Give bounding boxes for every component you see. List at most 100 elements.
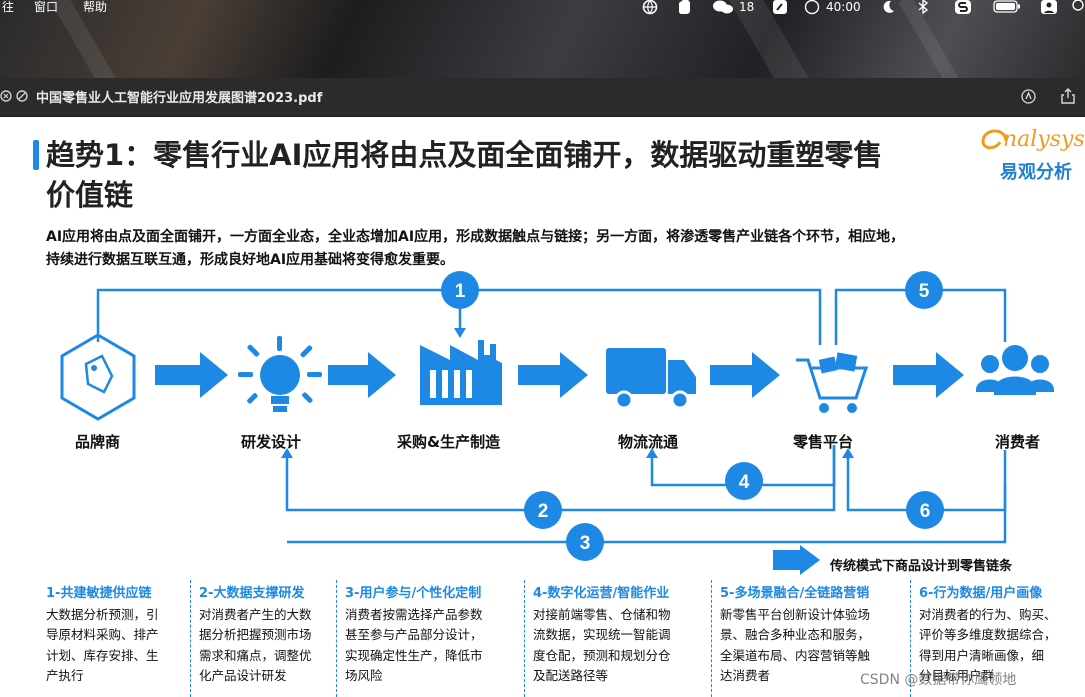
desc-line: 景、融合多种业态和服务， — [720, 627, 871, 642]
block-icon[interactable] — [16, 90, 28, 102]
desc-line: 消费者按需选择产品参数 — [345, 606, 483, 622]
desc-line: 甚至参与产品部分设计， — [345, 627, 483, 642]
step-marker-5: 5 — [905, 271, 943, 309]
menu-extra-icon[interactable] — [1072, 0, 1085, 15]
desc-line: 对消费者产生的大数 — [199, 606, 312, 622]
battery-icon[interactable] — [993, 0, 1021, 14]
traditional-mode-arrow — [773, 545, 820, 575]
factory-icon — [420, 340, 502, 405]
step-marker-6: 6 — [906, 491, 944, 529]
column-divider — [524, 580, 525, 697]
shopping-cart-icon — [796, 352, 869, 413]
node-label-brand: 品牌商 — [75, 433, 121, 451]
desc-column-1: 1-共建敏捷供应链 大数据分析预测，引 导原材料采购、排产 计划、库存安排、生 … — [46, 584, 188, 687]
wechat-icon[interactable] — [712, 0, 734, 15]
analysys-logo-icon — [981, 129, 1008, 150]
value-chain-diagram: 1 5 4 2 6 3 — [60, 271, 1054, 575]
big-arrows — [155, 352, 964, 575]
desc-line: 及配送路径等 — [533, 668, 609, 683]
app-s-icon[interactable] — [954, 0, 972, 15]
step-marker-3: 3 — [566, 523, 604, 561]
desc-line: 流数据，实现统一智能调 — [533, 627, 671, 642]
lightbulb-icon — [238, 336, 322, 412]
desc-line: 据分析把握预测市场 — [199, 627, 312, 642]
node-label-consumer: 消费者 — [995, 433, 1041, 451]
pdf-titlebar: 中国零售业人工智能行业应用发展图谱2023.pdf — [0, 78, 1085, 117]
node-label-logistics: 物流流通 — [618, 433, 679, 451]
brand-tag-icon — [60, 333, 136, 421]
intro-line-2: 持续进行数据互联互通，形成良好地AI应用基础将变得愈发重要。 — [46, 252, 455, 268]
arrow-retail-to-consumer — [893, 352, 964, 398]
desc-line: 全渠道布局、内容营销等触 — [720, 647, 871, 663]
arrowhead-1 — [454, 328, 466, 338]
step-number-6: 6 — [920, 501, 931, 522]
moon-icon[interactable] — [880, 0, 896, 15]
arrow-rd-to-manufacture — [328, 352, 396, 398]
desc-title-1: 1-共建敏捷供应链 — [46, 586, 152, 601]
step-marker-1: 1 — [441, 271, 479, 309]
desc-column-4: 4-数字化运营/智能作业 对接前端零售、仓储和物 流数据，实现统一智能调 度仓配… — [533, 584, 711, 687]
menu-help[interactable]: 帮助 — [83, 0, 108, 14]
step-number-4: 4 — [739, 472, 750, 493]
timer-readout: 40:00 — [826, 0, 861, 14]
desc-line: 导原材料采购、排产 — [46, 627, 159, 642]
step-number-3: 3 — [580, 533, 591, 554]
step-number-2: 2 — [538, 501, 549, 522]
column-divider — [711, 580, 712, 697]
step-marker-4: 4 — [725, 462, 763, 500]
desc-column-6: 6-行为数据/用户画像 对消费者的行为、购买、 评价等多维度数据综合， 得到用户… — [919, 584, 1083, 687]
desc-line: 对接前端零售、仓储和物 — [533, 606, 671, 622]
desc-column-5: 5-多场景融合/全链路营销 新零售平台创新设计体验场 景、融合多种业态和服务， … — [720, 584, 910, 687]
column-divider — [910, 580, 911, 697]
logo-chinese: 易观分析 — [1000, 162, 1072, 183]
traditional-mode-label: 传统模式下商品设计到零售链条 — [830, 559, 1013, 574]
desc-title-5: 5-多场景融合/全链路营销 — [720, 586, 870, 601]
arrowhead-6 — [842, 448, 854, 458]
intro-line-1: AI应用将由点及面全面铺开，一方面全业态，全业态增加AI应用，形成数据触点与链接… — [46, 229, 905, 245]
desc-line: 对消费者的行为、购买、 — [919, 606, 1057, 622]
document-title: 中国零售业人工智能行业应用发展图谱2023.pdf — [36, 91, 323, 106]
desc-line: 场风险 — [345, 668, 383, 683]
evernote-icon[interactable] — [676, 0, 692, 15]
heading-line-2: 价值链 — [46, 178, 134, 212]
desc-title-2: 2-大数据支撑研发 — [199, 586, 305, 601]
column-divider — [190, 580, 191, 697]
document-app-icon[interactable] — [772, 0, 788, 15]
pdf-page — [0, 117, 1085, 697]
column-divider — [336, 580, 337, 697]
desc-line: 实现确定性生产，降低市 — [345, 647, 483, 663]
desc-line: 度仓配，预测和规划分仓 — [533, 647, 671, 663]
consumers-icon — [976, 345, 1054, 395]
arrow-manufacture-to-logistics — [518, 352, 588, 398]
desc-line: 达消费者 — [720, 668, 771, 683]
globe-icon[interactable] — [642, 0, 658, 15]
user-account-icon[interactable] — [1040, 0, 1058, 15]
desc-column-3: 3-用户参与/个性化定制 消费者按需选择产品参数 甚至参与产品部分设计， 实现确… — [345, 584, 523, 687]
desc-line: 评价等多维度数据综合， — [919, 627, 1057, 642]
menubar: 往 窗口 帮助 18 40:00 — [0, 0, 1085, 78]
close-icon[interactable] — [0, 90, 12, 102]
desc-line: 新零售平台创新设计体验场 — [720, 606, 871, 622]
desc-title-3: 3-用户参与/个性化定制 — [345, 586, 482, 601]
timer-icon[interactable] — [804, 0, 820, 15]
arrowhead-2 — [281, 448, 293, 458]
step-number-5: 5 — [919, 281, 930, 302]
menu-window[interactable]: 窗口 — [34, 0, 59, 14]
desc-line: 得到用户清晰画像，细 — [919, 647, 1045, 663]
node-label-rd: 研发设计 — [241, 433, 302, 451]
truck-icon — [606, 348, 696, 410]
node-label-manufacture: 采购&生产制造 — [397, 433, 501, 451]
desc-line: 计划、库存安排、生 — [46, 647, 159, 663]
desc-column-2: 2-大数据支撑研发 对消费者产生的大数 据分析把握预测市场 需求和痛点，调整优 … — [199, 584, 335, 687]
csdn-watermark: CSDN @数据带你鹰领地 — [860, 672, 1017, 688]
logo-english: nalysys — [1003, 127, 1085, 152]
menu-go[interactable]: 往 — [2, 0, 15, 14]
wechat-count: 18 — [739, 0, 755, 14]
share-icon[interactable] — [1061, 88, 1075, 104]
bluetooth-icon[interactable] — [917, 0, 929, 15]
annotate-icon[interactable] — [1021, 89, 1036, 104]
step-marker-2: 2 — [524, 491, 562, 529]
desc-line: 大数据分析预测，引 — [46, 606, 159, 622]
intro-paragraph: AI应用将由点及面全面铺开，一方面全业态，全业态增加AI应用，形成数据触点与链接… — [46, 226, 1066, 272]
arrow-brand-to-rd — [155, 352, 228, 398]
